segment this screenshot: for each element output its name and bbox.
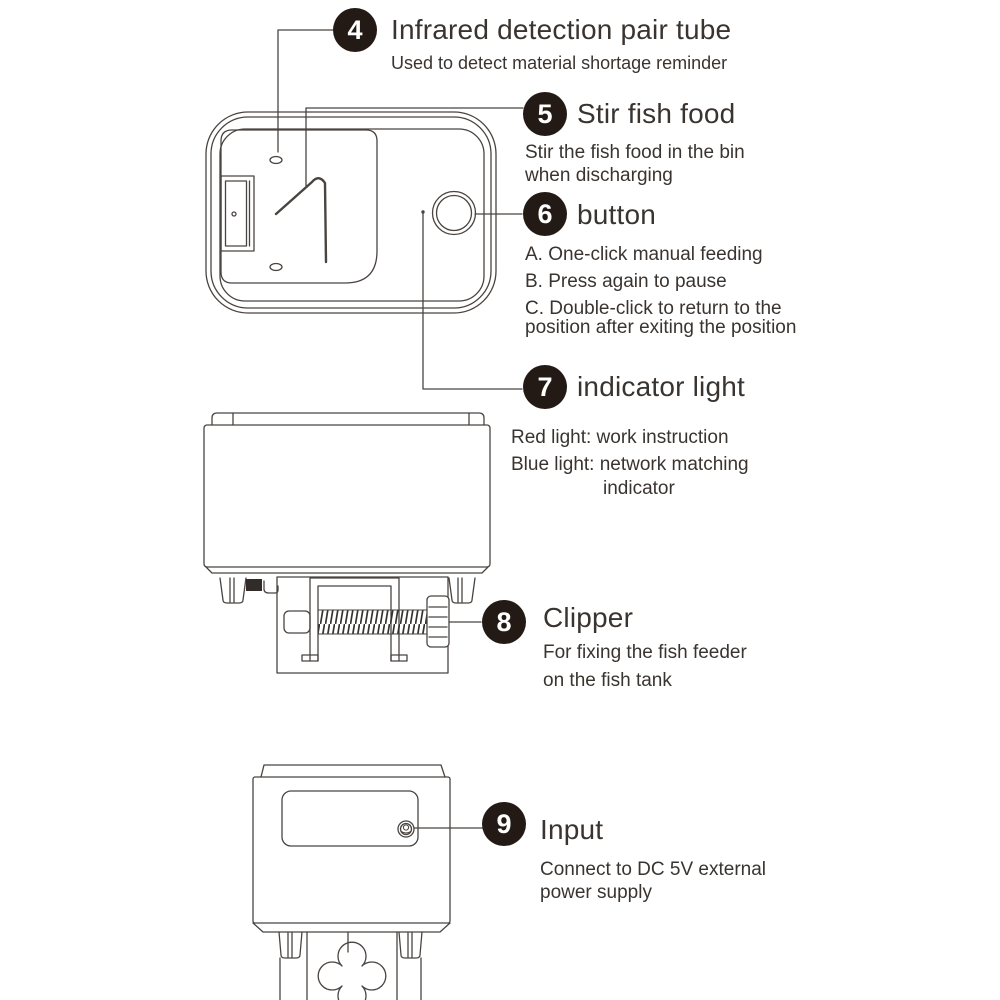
left-foot-back	[278, 931, 303, 959]
lid-back	[260, 764, 446, 778]
hook	[263, 580, 279, 594]
base-strip	[205, 566, 489, 574]
feeder-body	[203, 424, 491, 568]
button-circle-inner	[435, 194, 473, 232]
callout-7-desc-line-3: indicator	[603, 478, 675, 499]
feeder-body-back	[252, 776, 451, 924]
leader-line-4	[277, 29, 334, 153]
leader-line-5	[305, 107, 524, 187]
shell-inner	[210, 116, 492, 309]
connector-block	[246, 579, 262, 591]
power-input-port	[397, 820, 415, 838]
screw-thread	[317, 609, 428, 635]
callout-9-number-badge: 9	[482, 802, 526, 846]
callout-6-title: button	[577, 199, 657, 230]
infrared-module-inner	[224, 180, 248, 247]
right-foot	[448, 577, 476, 604]
button-circle-outer	[431, 190, 477, 236]
callout-9-desc-line-2: power supply	[540, 882, 652, 903]
callout-5-desc-line-1: Stir the fish food in the bin	[525, 142, 745, 163]
callout-5-number: 5	[537, 98, 553, 129]
callout-8-number: 8	[496, 606, 512, 637]
callout-7-title: indicator light	[577, 371, 745, 402]
recessed-panel	[281, 790, 419, 847]
callout-9-number: 9	[496, 808, 512, 839]
callout-7-desc-line-2: Blue light: network matching	[511, 454, 749, 475]
callout-6-number: 6	[537, 198, 553, 229]
leader-lines	[277, 29, 524, 829]
base-strip-back	[252, 922, 451, 933]
callout-5-number-badge: 5	[523, 92, 567, 136]
food-bin-outline	[220, 129, 378, 284]
lid	[211, 412, 485, 426]
callout-4-desc-line-1: Used to detect material shortage reminde…	[391, 53, 728, 73]
callout-8-desc-line-1: For fixing the fish feeder	[543, 642, 747, 663]
clover-knob-back	[317, 941, 387, 1000]
callout-5-desc-line-2: when discharging	[525, 165, 673, 186]
shell-outer	[205, 111, 497, 314]
left-foot	[219, 577, 247, 604]
infrared-module	[220, 175, 255, 252]
clamp-screw-knob	[426, 595, 450, 648]
callout-6-number-badge: 6	[523, 192, 567, 236]
callout-8-number-badge: 8	[482, 600, 526, 644]
callout-6-desc-line-1: A. One-click manual feeding	[525, 244, 763, 265]
callout-7-number: 7	[537, 371, 553, 402]
stirrer-wire	[274, 177, 328, 264]
leader-line-7	[422, 211, 523, 390]
callout-6-desc-line-4: position after exiting the position	[525, 317, 797, 338]
callout-5-title: Stir fish food	[577, 98, 736, 129]
callout-4-number-badge: 4	[333, 8, 377, 52]
callout-4-number: 4	[347, 14, 363, 45]
infrared-hole-top	[269, 155, 283, 165]
top-view-diagram	[205, 111, 497, 314]
module-dot	[231, 211, 237, 217]
callout-6-desc-line-3: C. Double-click to return to the	[525, 298, 782, 319]
top-face	[219, 128, 485, 302]
callout-4-title: Infrared detection pair tube	[391, 14, 732, 45]
callout-9-desc-line-1: Connect to DC 5V external	[540, 859, 767, 880]
callout-8-desc-line-2: on the fish tank	[543, 670, 672, 691]
callout-7-number-badge: 7	[523, 365, 567, 409]
callout-9-title: Input	[540, 814, 604, 845]
right-foot-back	[398, 931, 423, 959]
back-view-diagram	[252, 764, 451, 1000]
callout-7-desc-line-1: Red light: work instruction	[511, 427, 729, 448]
callout-6-desc-line-2: B. Press again to pause	[525, 271, 727, 292]
side-view-diagram	[203, 412, 491, 674]
infrared-hole-bottom	[269, 262, 283, 272]
screw-tip	[283, 610, 311, 634]
callout-8-title: Clipper	[543, 602, 634, 633]
